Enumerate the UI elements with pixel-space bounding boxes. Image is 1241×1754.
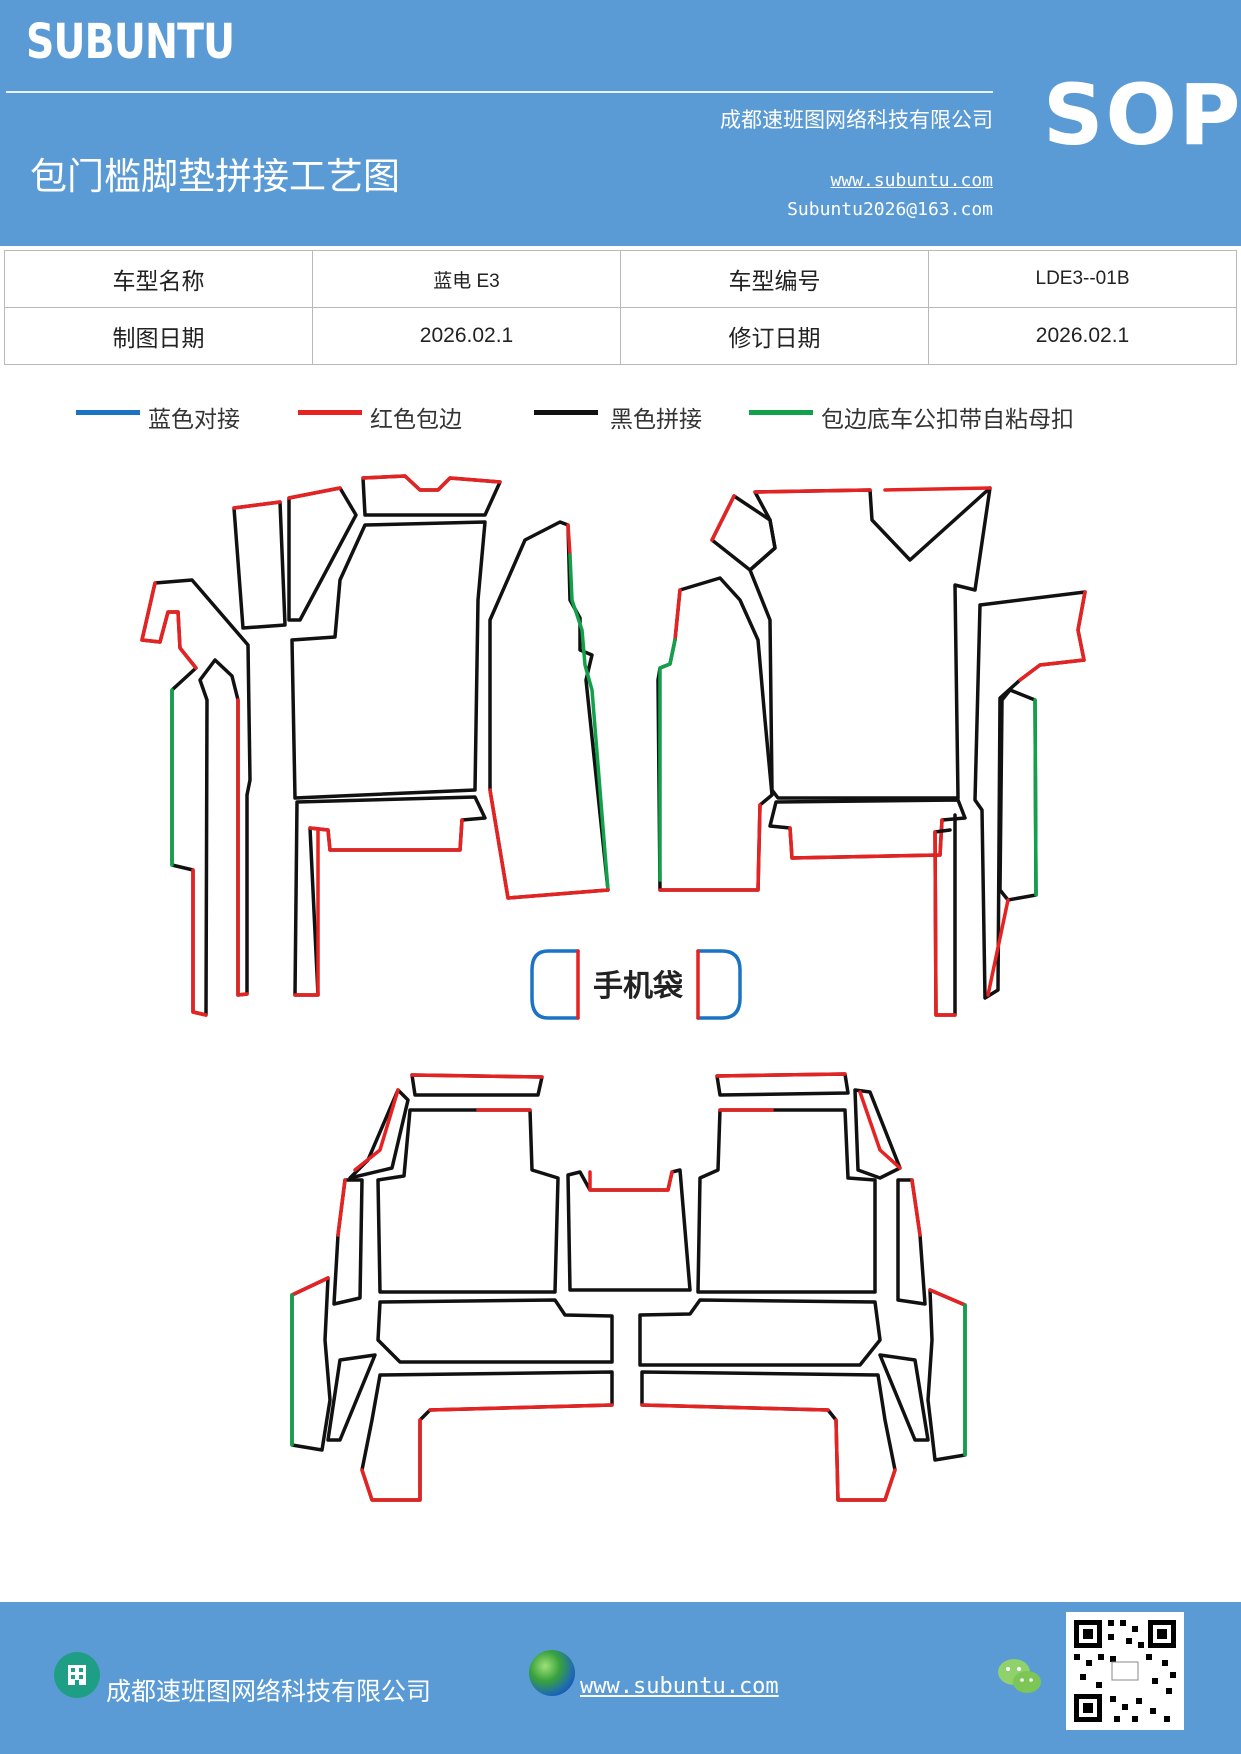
legend-label-red: 红色包边 — [370, 407, 462, 433]
table-row: 制图日期 2026.02.1 修订日期 2026.02.1 — [4, 307, 1237, 365]
globe-icon — [529, 1650, 575, 1696]
page-title: 包门槛脚垫拼接工艺图 — [30, 155, 400, 198]
legend-label-black: 黑色拼接 — [610, 407, 702, 433]
draw-date-value: 2026.02.1 — [312, 307, 621, 365]
wechat-icon[interactable] — [996, 1656, 1044, 1704]
building-icon — [54, 1652, 100, 1698]
phone-pocket-label: 手机袋 — [593, 969, 683, 1004]
header-email: Subuntu2026@163.com — [787, 199, 993, 220]
legend-swatch-black — [534, 410, 598, 415]
table-row: 车型名称 蓝电 E3 车型编号 LDE3--01B — [4, 250, 1237, 308]
phone-pocket — [530, 949, 742, 1020]
header-banner: SUBUNTU SOP 成都速班图网络科技有限公司 包门槛脚垫拼接工艺图 www… — [0, 0, 1241, 246]
legend-swatch-blue — [76, 410, 140, 415]
footer-website-link[interactable]: www.subuntu.com — [580, 1674, 779, 1699]
legend: 蓝色对接 红色包边 黑色拼接 包边底车公扣带自粘母扣 — [76, 400, 1176, 440]
header-company: 成都速班图网络科技有限公司 — [720, 108, 993, 132]
footer-company: 成都速班图网络科技有限公司 — [106, 1677, 432, 1706]
revise-date-label: 修订日期 — [620, 307, 929, 365]
footer-banner: 成都速班图网络科技有限公司 www.subuntu.com — [0, 1602, 1241, 1754]
model-code-value: LDE3--01B — [928, 250, 1237, 308]
legend-label-blue: 蓝色对接 — [148, 407, 240, 433]
header-divider — [6, 91, 993, 93]
mat-rear-group — [290, 1072, 967, 1502]
header-website-link[interactable]: www.subuntu.com — [830, 170, 993, 191]
mat-front-right-group — [656, 486, 1087, 1017]
draw-date-label: 制图日期 — [4, 307, 313, 365]
mat-front-left-group — [140, 474, 610, 1017]
brand-logo: SUBUNTU — [26, 14, 235, 70]
sop-badge: SOP — [1043, 66, 1241, 164]
model-name-value: 蓝电 E3 — [312, 250, 621, 308]
info-table: 车型名称 蓝电 E3 车型编号 LDE3--01B 制图日期 2026.02.1… — [4, 250, 1237, 365]
legend-swatch-red — [298, 410, 362, 415]
legend-label-green: 包边底车公扣带自粘母扣 — [821, 407, 1074, 433]
model-name-label: 车型名称 — [4, 250, 313, 308]
qr-code[interactable] — [1066, 1612, 1184, 1730]
legend-swatch-green — [749, 410, 813, 415]
model-code-label: 车型编号 — [620, 250, 929, 308]
revise-date-value: 2026.02.1 — [928, 307, 1237, 365]
